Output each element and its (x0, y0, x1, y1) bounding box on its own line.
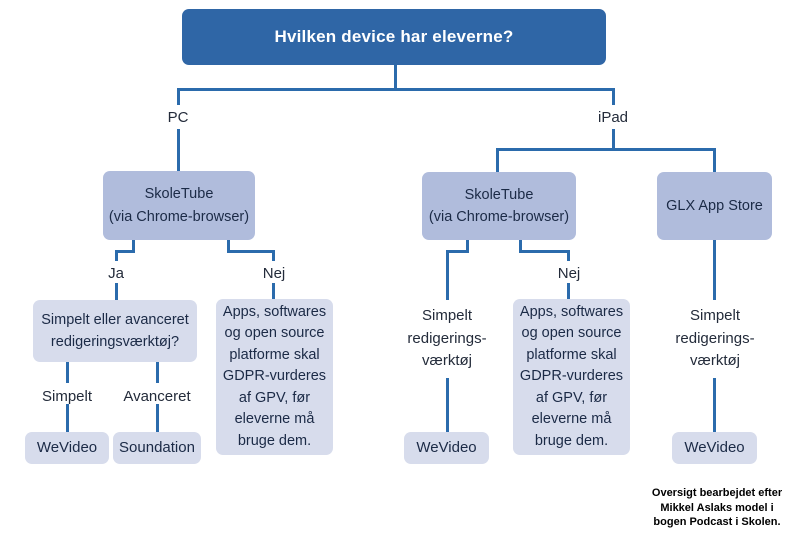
connector (66, 404, 69, 432)
connector (446, 378, 449, 432)
connector (177, 88, 180, 105)
nej-label-ipad: Nej (557, 265, 581, 282)
connector (519, 240, 522, 253)
simple-editor-label-glx: Simpelt redigerings- værktøj (675, 307, 755, 369)
glx-app-store-node: GLX App Store (657, 172, 772, 240)
soundation-node: Soundation (113, 432, 201, 464)
connector (115, 283, 118, 300)
connector (713, 240, 716, 300)
connector (496, 148, 499, 172)
connector (177, 129, 180, 171)
connector (227, 250, 275, 253)
wevideo-node-glx: WeVideo (672, 432, 757, 464)
connector (612, 129, 615, 151)
connector (612, 88, 615, 105)
simpelt-label: Simpelt (41, 388, 93, 405)
connector (713, 378, 716, 432)
pc-branch-label: PC (167, 109, 189, 126)
skoletube-ipad-node: SkoleTube (via Chrome-browser) (422, 172, 576, 240)
connector (496, 148, 716, 151)
connector (567, 250, 570, 261)
connector (272, 283, 275, 300)
simple-editor-label-skoletube: Simpelt redigerings- værktøj (407, 307, 487, 369)
nej-label-pc: Nej (262, 265, 286, 282)
connector (66, 362, 69, 383)
connector (446, 250, 469, 253)
connector (713, 148, 716, 172)
editor-question-node: Simpelt eller avanceret redigeringsværkt… (33, 300, 197, 362)
connector (272, 250, 275, 261)
attribution-text: Oversigt bearbejdet efter Mikkel Aslaks … (651, 487, 783, 529)
wevideo-node-pc: WeVideo (25, 432, 109, 464)
gdpr-notice-node-ipad: Apps, softwares og open source platforme… (513, 299, 630, 455)
connector (115, 250, 118, 261)
connector (567, 283, 570, 299)
avanceret-label: Avanceret (123, 388, 191, 405)
connector (156, 404, 159, 432)
connector (156, 362, 159, 383)
gdpr-notice-node-pc: Apps, softwares og open source platforme… (216, 299, 333, 455)
connector (132, 240, 135, 253)
connector (394, 65, 397, 90)
root-question-node: Hvilken device har eleverne? (182, 9, 606, 65)
connector (466, 240, 469, 253)
ipad-branch-label: iPad (597, 109, 629, 126)
connector (177, 88, 615, 91)
wevideo-node-ipad-skoletube: WeVideo (404, 432, 489, 464)
connector (519, 250, 570, 253)
connector (446, 250, 449, 300)
connector (115, 250, 135, 253)
connector (227, 240, 230, 253)
ja-label-pc: Ja (108, 265, 124, 282)
skoletube-pc-node: SkoleTube (via Chrome-browser) (103, 171, 255, 240)
